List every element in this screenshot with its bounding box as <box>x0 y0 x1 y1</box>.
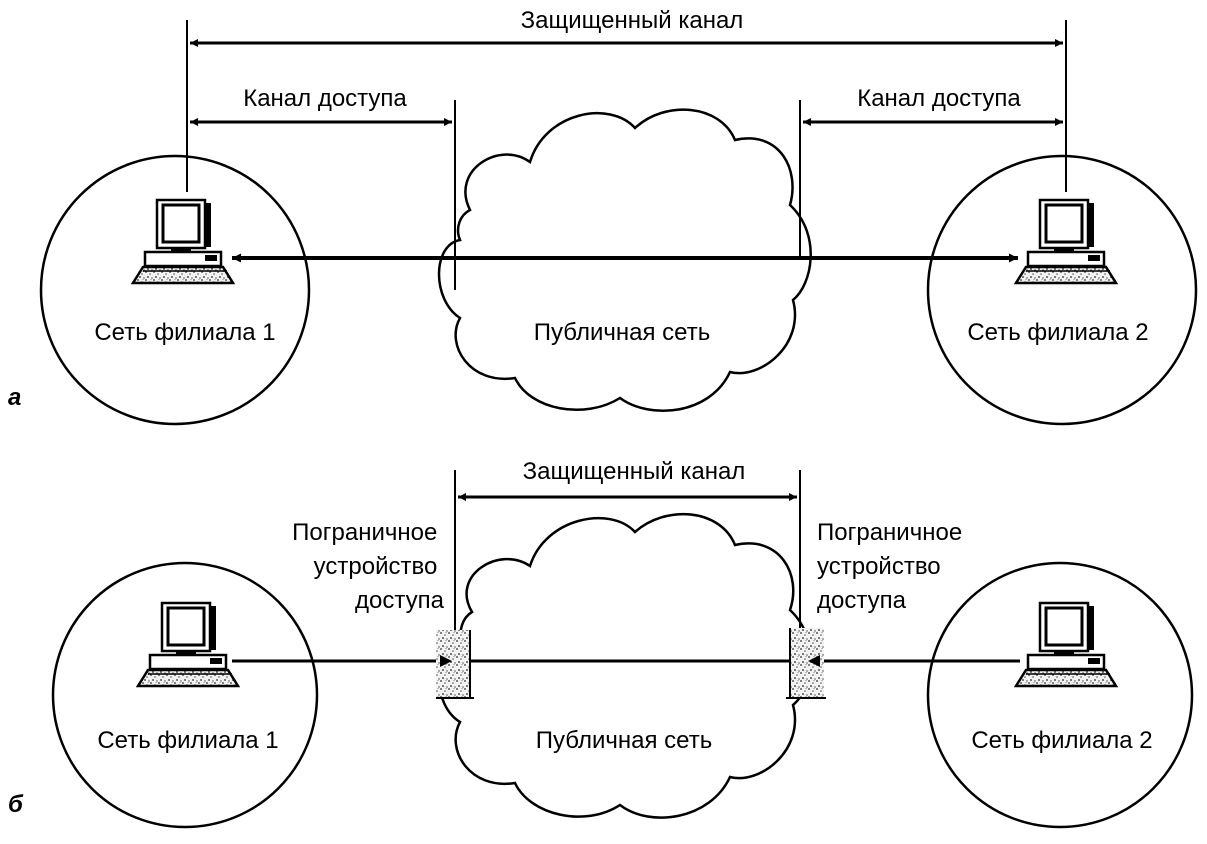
edge-device-label-right-b: Пограничное устройство доступа <box>817 519 969 614</box>
diagram-a: Защищенный канал Канал доступа Канал дос… <box>8 7 1198 426</box>
branch-1-label-a: Сеть филиала 1 <box>94 319 275 346</box>
edge-device-label-left-b: Пограничное устройство доступа <box>292 519 444 614</box>
edge-device-left-icon <box>436 630 474 699</box>
computer-icon-branch-2-b <box>1014 601 1118 688</box>
public-network-cloud-b <box>438 512 812 819</box>
branch-2-circle-b <box>926 561 1194 829</box>
branch-1-circle-a <box>39 154 311 426</box>
computer-icon-branch-1-b <box>136 601 240 688</box>
diagram-tag-a: а <box>8 384 21 411</box>
access-channel-label-left-a: Канал доступа <box>243 85 407 112</box>
branch-1-label-b: Сеть филиала 1 <box>97 727 278 754</box>
branch-1-circle-b <box>51 561 319 829</box>
secure-channel-label-b: Защищенный канал <box>523 458 746 485</box>
secure-channel-label-a: Защищенный канал <box>521 7 744 34</box>
branch-2-label-a: Сеть филиала 2 <box>967 319 1148 346</box>
public-network-label-a: Публичная сеть <box>534 319 710 346</box>
branch-2-circle-a <box>926 154 1198 426</box>
edge-device-right-icon <box>786 628 826 699</box>
computer-icon-branch-1-a <box>131 198 235 285</box>
access-channel-label-right-a: Канал доступа <box>857 85 1021 112</box>
branch-2-label-b: Сеть филиала 2 <box>971 727 1152 754</box>
diagram-b: Защищенный канал Пограничное устройство … <box>8 458 1194 829</box>
public-network-label-b: Публичная сеть <box>536 727 712 754</box>
computer-icon-branch-2-a <box>1014 198 1118 285</box>
public-network-cloud-a <box>437 108 812 413</box>
diagram-tag-b: б <box>8 791 24 818</box>
